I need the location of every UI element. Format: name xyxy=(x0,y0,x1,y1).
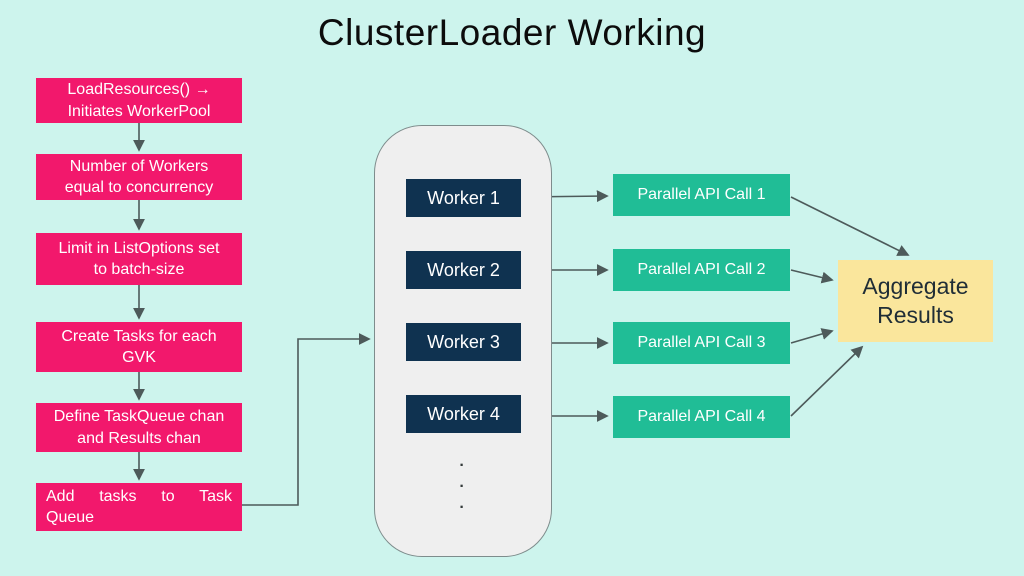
api-call-label: Parallel API Call 1 xyxy=(637,186,766,203)
parallel-api-call-3-box: Parallel API Call 3 xyxy=(613,322,790,364)
flow-step-label: Create Tasks for each GVK xyxy=(61,327,217,366)
worker-3-box: Worker 3 xyxy=(406,323,521,361)
worker-label: Worker 4 xyxy=(427,403,500,424)
worker-label: Worker 3 xyxy=(427,331,500,352)
arrow-api2-aggregate xyxy=(790,269,834,284)
flow-step-limit-listoptions: Limit in ListOptions set to batch-size xyxy=(36,233,242,285)
parallel-api-call-1-box: Parallel API Call 1 xyxy=(613,174,790,216)
flow-step-define-channels: Define TaskQueue chan and Results chan xyxy=(36,403,242,452)
worker-4-box: Worker 4 xyxy=(406,395,521,433)
page-title: ClusterLoader Working xyxy=(317,12,707,53)
flow-step-label: LoadResources() → Initiates WorkerPool xyxy=(67,81,211,120)
flow-step-label: Add tasks to Task Queue xyxy=(46,487,232,526)
parallel-api-call-2-box: Parallel API Call 2 xyxy=(613,249,790,291)
flow-step-label: Number of Workers equal to concurrency xyxy=(64,157,214,196)
api-call-label: Parallel API Call 3 xyxy=(637,334,766,351)
parallel-api-call-4-box: Parallel API Call 4 xyxy=(613,396,790,438)
worker-1-box: Worker 1 xyxy=(406,179,521,217)
api-call-label: Parallel API Call 2 xyxy=(637,261,766,278)
flow-step-label: Define TaskQueue chan and Results chan xyxy=(53,408,225,447)
aggregate-results-label: Aggregate Results xyxy=(862,273,969,328)
arrow-api4-aggregate xyxy=(790,345,864,417)
flow-step-create-tasks: Create Tasks for each GVK xyxy=(36,322,242,372)
flow-step-load-resources: LoadResources() → Initiates WorkerPool xyxy=(36,78,242,123)
aggregate-results-box: Aggregate Results xyxy=(838,260,993,342)
more-workers-ellipsis: · · · xyxy=(459,457,465,516)
worker-label: Worker 2 xyxy=(427,259,500,280)
worker-label: Worker 1 xyxy=(427,187,500,208)
arrow-taskqueue-workerpool xyxy=(242,333,371,506)
flow-step-add-tasks: Add tasks to Task Queue xyxy=(36,483,242,531)
arrow-api1-aggregate xyxy=(790,196,910,256)
api-call-label: Parallel API Call 4 xyxy=(637,408,766,425)
worker-2-box: Worker 2 xyxy=(406,251,521,289)
flow-step-label: Limit in ListOptions set to batch-size xyxy=(58,239,220,278)
flow-step-number-of-workers: Number of Workers equal to concurrency xyxy=(36,154,242,200)
arrow-api3-aggregate xyxy=(790,328,834,344)
